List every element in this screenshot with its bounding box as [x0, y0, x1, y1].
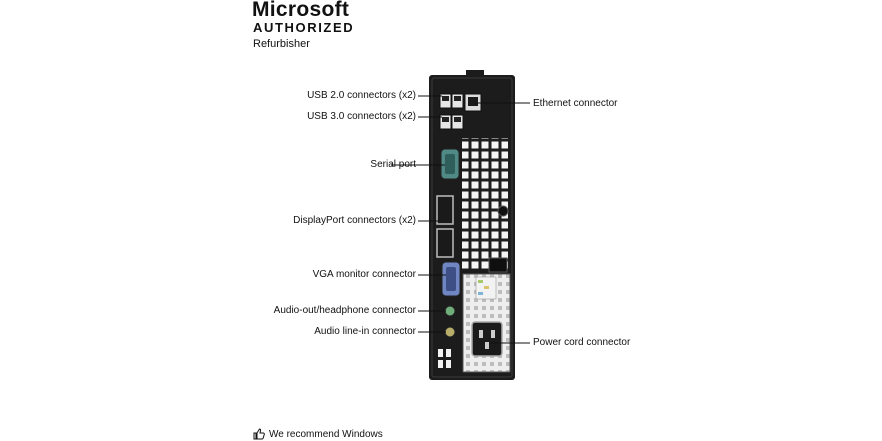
chassis-screw	[497, 205, 509, 217]
callout-audio-out: Audio-out/headphone connector	[273, 305, 416, 316]
ethernet-port	[464, 93, 482, 112]
callout-usb2: USB 2.0 connectors (x2)	[307, 90, 416, 101]
vent-grille	[462, 138, 508, 270]
usb3-ports	[439, 114, 464, 130]
callout-usb3: USB 3.0 connectors (x2)	[307, 111, 416, 122]
callout-audio-in: Audio line-in connector	[314, 326, 416, 337]
lower-vents	[438, 349, 451, 368]
brand-subtitle: AUTHORIZED	[253, 20, 355, 35]
callout-leader-lines	[391, 95, 530, 344]
callout-vga: VGA monitor connector	[312, 269, 416, 280]
usb2-ports	[439, 93, 464, 109]
footer-recommendation: We recommend Windows	[253, 428, 383, 440]
vga-port	[441, 261, 461, 297]
callout-serial: Serial port	[370, 159, 416, 170]
serial-port	[440, 148, 460, 180]
power-cord-socket	[471, 321, 503, 357]
brand-title: Microsoft	[252, 0, 350, 21]
lock-slot	[488, 257, 508, 273]
footer-text: We recommend Windows	[269, 428, 383, 440]
callout-ethernet: Ethernet connector	[533, 98, 618, 109]
audio-in-jack	[444, 326, 456, 338]
thumbs-up-icon	[253, 428, 265, 440]
callout-power: Power cord connector	[533, 337, 631, 348]
brand-tagline: Refurbisher	[253, 38, 310, 50]
audio-out-jack	[444, 305, 456, 317]
callout-displayport: DisplayPort connectors (x2)	[293, 215, 416, 226]
displayport-ports	[436, 195, 454, 258]
